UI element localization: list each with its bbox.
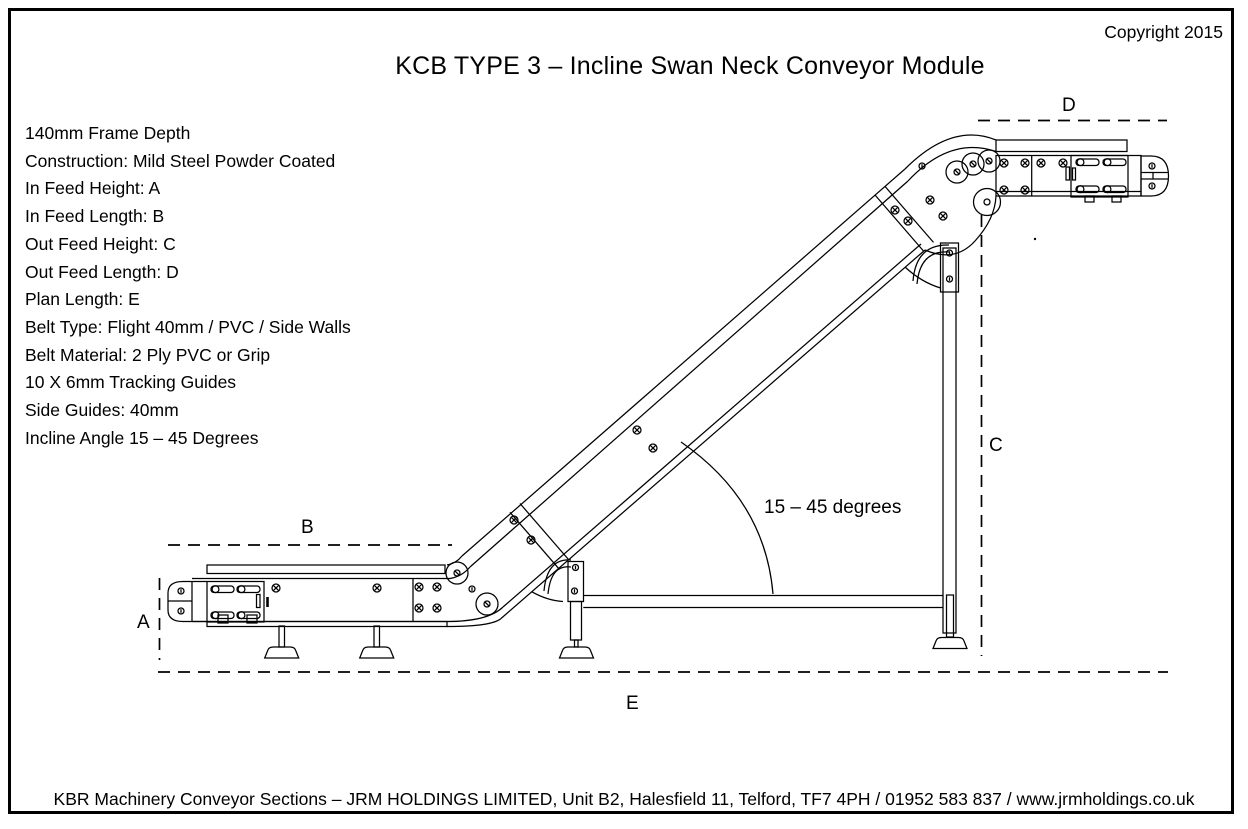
spec-list: 140mm Frame Depth Construction: Mild Ste… xyxy=(25,120,351,452)
outfeed-conveyor xyxy=(995,139,1170,203)
spec-line: Plan Length: E xyxy=(25,289,140,310)
dimension-a-label: A xyxy=(137,612,150,633)
dimension-b-label: B xyxy=(301,517,314,538)
incline-belt xyxy=(461,168,934,619)
spec-line: In Feed Height: A xyxy=(25,178,161,199)
sheet-border xyxy=(8,8,1234,814)
spec-line: Incline Angle 15 – 45 Degrees xyxy=(25,427,259,448)
spec-line: Construction: Mild Steel Powder Coated xyxy=(25,150,336,171)
spec-line: Belt Type: Flight 40mm / PVC / Side Wall… xyxy=(25,316,351,337)
upper-bend xyxy=(904,134,1037,256)
spec-line: 10 X 6mm Tracking Guides xyxy=(25,372,237,393)
copyright-note: Copyright 2015 xyxy=(1104,22,1223,42)
spec-line: Belt Material: 2 Ply PVC or Grip xyxy=(25,344,271,365)
support-frame xyxy=(531,242,968,659)
dimension-annotations: A B C D E xyxy=(137,95,1168,714)
infeed-conveyor xyxy=(167,564,450,659)
dimension-d-label: D xyxy=(1062,95,1076,116)
dimension-c-label: C xyxy=(989,435,1003,456)
drawing-title: KCB TYPE 3 – Incline Swan Neck Conveyor … xyxy=(395,52,985,80)
lower-bend xyxy=(445,503,569,628)
spec-line: Out Feed Height: C xyxy=(25,233,176,254)
dimension-e-label: E xyxy=(626,693,639,714)
footer-company-info: KBR Machinery Conveyor Sections – JRM HO… xyxy=(53,789,1195,809)
spec-line: Side Guides: 40mm xyxy=(25,400,179,421)
spec-line: Out Feed Length: D xyxy=(25,261,179,282)
incline-angle-annotation: 15 – 45 degrees xyxy=(680,441,901,595)
spec-line: In Feed Length: B xyxy=(25,206,165,227)
incline-angle-label: 15 – 45 degrees xyxy=(764,497,901,518)
spec-line: 140mm Frame Depth xyxy=(25,123,191,143)
